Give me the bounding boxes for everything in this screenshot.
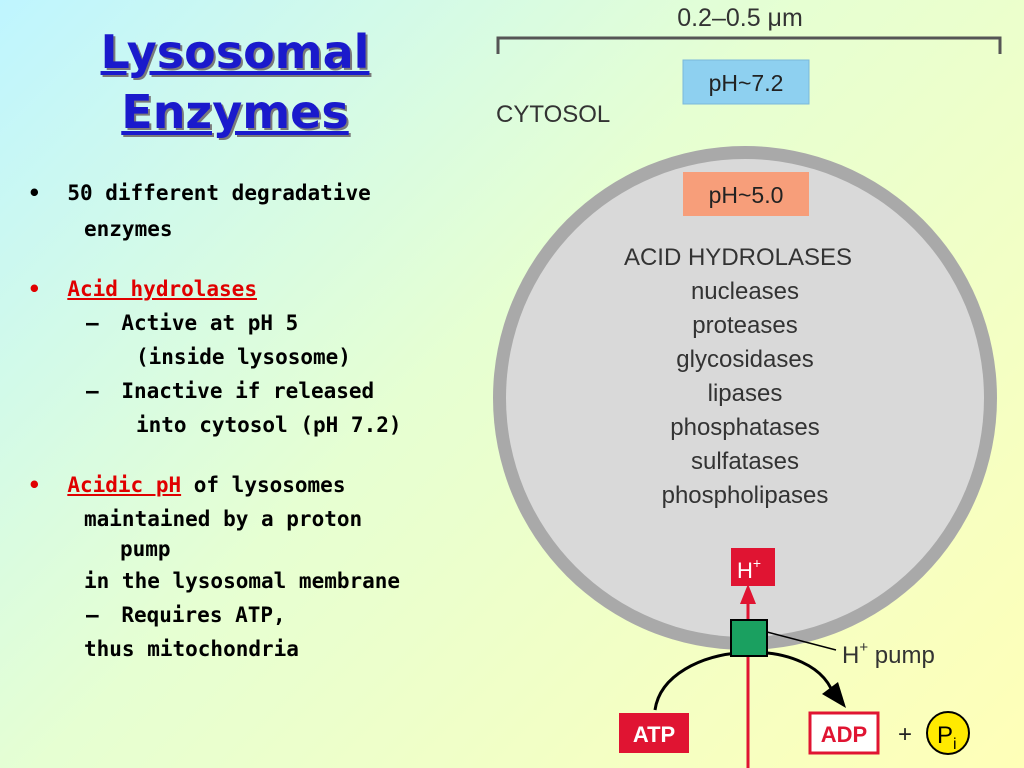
proton-arrowhead-icon [740,584,756,604]
sub-dash: – [86,379,99,403]
bullet-2-line-1: • Acid hydrolases [28,274,257,305]
sub-bullet-1: – Active at pH 5 [86,308,298,339]
slide-title: Lysosomal Enzymes [70,22,400,142]
size-bracket [496,36,1002,54]
size-label: 0.2–0.5 μm [677,4,803,32]
bullet-marker: • [28,473,41,497]
bullet-3-line-2: maintained by a proton [84,507,363,531]
bullet-3-line-6: thus mitochondria [84,637,299,661]
pump-label-sup: + [859,639,868,656]
atp-label: ATP [633,722,675,747]
sub-bullet-2-text: Inactive if released [121,379,375,403]
phosphate-label: Pi [937,722,957,753]
cytosol-ph-label: pH~7.2 [709,70,784,96]
acidic-ph-label: Acidic pH [67,473,182,497]
arrowhead-icon [822,682,846,708]
hydrolase-item: proteases [692,312,797,339]
bullet-marker: • [28,181,41,205]
hydrolase-item: phospholipases [662,482,829,509]
cytosol-ph-box [682,59,810,105]
plus-sign: + [898,721,912,748]
bullet-1-line-1: • 50 different degradative [28,178,371,209]
acid-hydrolases-label: Acid hydrolases [67,277,257,301]
hydrolase-item: nucleases [691,278,799,305]
atp-box [619,713,689,753]
bullet-3-line-4: in the lysosomal membrane [84,569,401,593]
phosphate-base: P [937,722,953,749]
proton-label: H+ [737,555,761,583]
pump-leader-line [766,631,837,651]
bullet-3-rest: of lysosomes [181,473,346,497]
bullet-3-line-1: • Acidic pH of lysosomes [28,470,345,501]
bullet-3-line-3: pump [120,537,171,561]
bullet-marker: • [28,277,41,301]
hydrolase-item: sulfatases [691,448,799,475]
pump-label-text: pump [868,642,935,669]
title-line-1: Lysosomal [100,25,370,79]
bullet-1-line-2: enzymes [84,217,173,241]
hydrolase-list: nucleases proteases glycosidases lipases pho… [662,278,829,509]
sub-bullet-2: – Inactive if released [86,376,374,407]
sub-dash: – [86,603,99,627]
proton-sup: + [753,555,761,571]
sub-bullet-1-line-2: (inside lysosome) [136,345,351,369]
sub-bullet-3-text: Requires ATP, [121,603,286,627]
proton-pump [730,619,768,657]
adp-box [808,711,880,755]
proton-box [731,548,775,586]
bullet-1-text: 50 different degradative [67,181,371,205]
atp-hydrolysis-arrow [653,650,837,711]
adp-label: ADP [821,722,867,747]
sub-bullet-3: – Requires ATP, [86,600,286,631]
pump-label: H+ pump [842,639,935,669]
hydrolase-item: phosphatases [670,414,819,441]
pump-label-base: H [842,642,859,669]
proton-base: H [737,558,753,583]
title-line-2: Enzymes [121,85,349,139]
hydrolase-item: lipases [708,380,783,407]
lysosome-lumen [506,159,984,637]
sub-dash: – [86,311,99,335]
phosphate-sub: i [953,736,957,753]
hydrolases-heading: ACID HYDROLASES [624,244,852,271]
cytosol-label: CYTOSOL [496,101,610,128]
lysosome-ph-label: pH~5.0 [709,182,784,208]
hydrolase-item: glycosidases [676,346,813,373]
sub-bullet-1-text: Active at pH 5 [121,311,299,335]
lysosome-ph-box [683,172,809,216]
phosphate-circle [926,711,970,755]
sub-bullet-2-line-2: into cytosol (pH 7.2) [136,413,402,437]
